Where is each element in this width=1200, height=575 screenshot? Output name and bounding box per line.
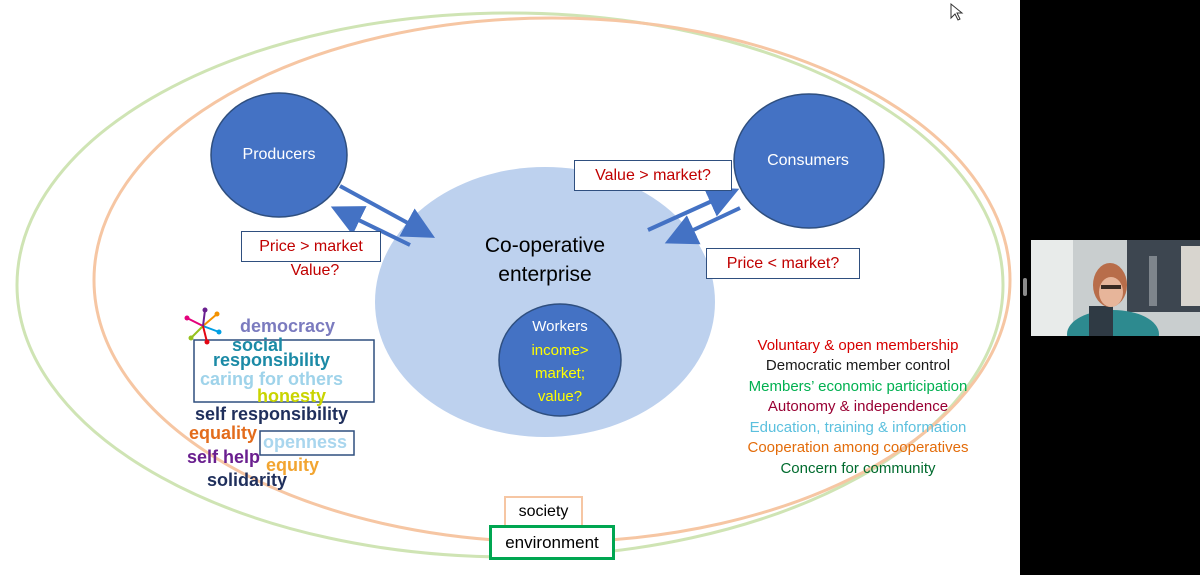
principle-item: Autonomy & independence bbox=[767, 398, 949, 415]
principle-item: Members’ economic participation bbox=[748, 378, 968, 395]
principle-item: Education, training & information bbox=[749, 419, 967, 436]
principle-item: Democratic member control bbox=[765, 357, 951, 374]
value-word: equality bbox=[189, 423, 258, 443]
arrow-consumers-to-enterprise bbox=[664, 206, 741, 245]
value-question: Value? bbox=[290, 262, 340, 279]
consumers-label: Consumers bbox=[767, 152, 849, 169]
enterprise-circle bbox=[375, 167, 715, 437]
values-box-openness bbox=[259, 430, 355, 456]
value-word: solidarity bbox=[207, 470, 288, 490]
panel-resize-handle[interactable] bbox=[1023, 278, 1027, 296]
mouse-pointer-icon bbox=[950, 2, 964, 21]
arrow-enterprise-to-producers bbox=[330, 206, 411, 247]
value-word: honesty bbox=[257, 386, 327, 406]
value-word: social bbox=[232, 335, 284, 355]
environment-label: environment bbox=[505, 533, 599, 552]
consumers-bubble bbox=[733, 93, 885, 229]
producers-bubble bbox=[210, 92, 348, 218]
value-word: equity bbox=[266, 455, 320, 475]
value-word: responsibility bbox=[213, 350, 331, 370]
principle-item: Cooperation among cooperatives bbox=[747, 439, 969, 456]
workers-detail-line2: market; bbox=[534, 365, 585, 382]
producers-label: Producers bbox=[242, 146, 316, 163]
workers-label: Workers bbox=[532, 318, 588, 335]
value-word: democracy bbox=[240, 316, 336, 336]
workers-detail-line3: value? bbox=[537, 388, 583, 405]
price-lt-market-text: Price < market? bbox=[726, 255, 840, 272]
price-gt-market-text: Price > market bbox=[259, 238, 363, 255]
presentation-slide: Producers Consumers Co-operative enterpr… bbox=[0, 0, 1020, 575]
values-box-social bbox=[193, 339, 375, 403]
enterprise-title-line1: Co-operative bbox=[484, 234, 606, 257]
colorful-star-logo bbox=[184, 307, 222, 345]
enterprise-title-line2: enterprise bbox=[498, 263, 592, 286]
arrow-producers-to-enterprise bbox=[339, 184, 436, 238]
price-lt-market-box: Price < market? bbox=[706, 248, 860, 279]
society-label: society bbox=[518, 503, 569, 520]
value-gt-market-box: Value > market? bbox=[574, 160, 732, 191]
value-gt-market-text: Value > market? bbox=[595, 167, 711, 184]
society-box: society bbox=[504, 496, 583, 528]
diagram-graphics bbox=[15, 2, 1012, 559]
workers-bubble bbox=[498, 303, 622, 417]
participant-video-image bbox=[1031, 240, 1200, 336]
participant-video-tile[interactable] bbox=[1031, 240, 1200, 336]
principle-item: Concern for community bbox=[780, 460, 936, 477]
value-word: openness bbox=[263, 432, 348, 452]
value-word: caring for others bbox=[200, 369, 344, 389]
price-gt-market-box: Price > market bbox=[241, 231, 381, 262]
environment-box: environment bbox=[489, 525, 615, 560]
arrow-enterprise-to-consumers bbox=[647, 187, 740, 232]
principle-item: Voluntary & open membership bbox=[757, 337, 959, 354]
workers-detail-line1: income> bbox=[531, 342, 589, 359]
value-word: self help bbox=[187, 447, 261, 467]
value-word: self responsibility bbox=[195, 404, 349, 424]
